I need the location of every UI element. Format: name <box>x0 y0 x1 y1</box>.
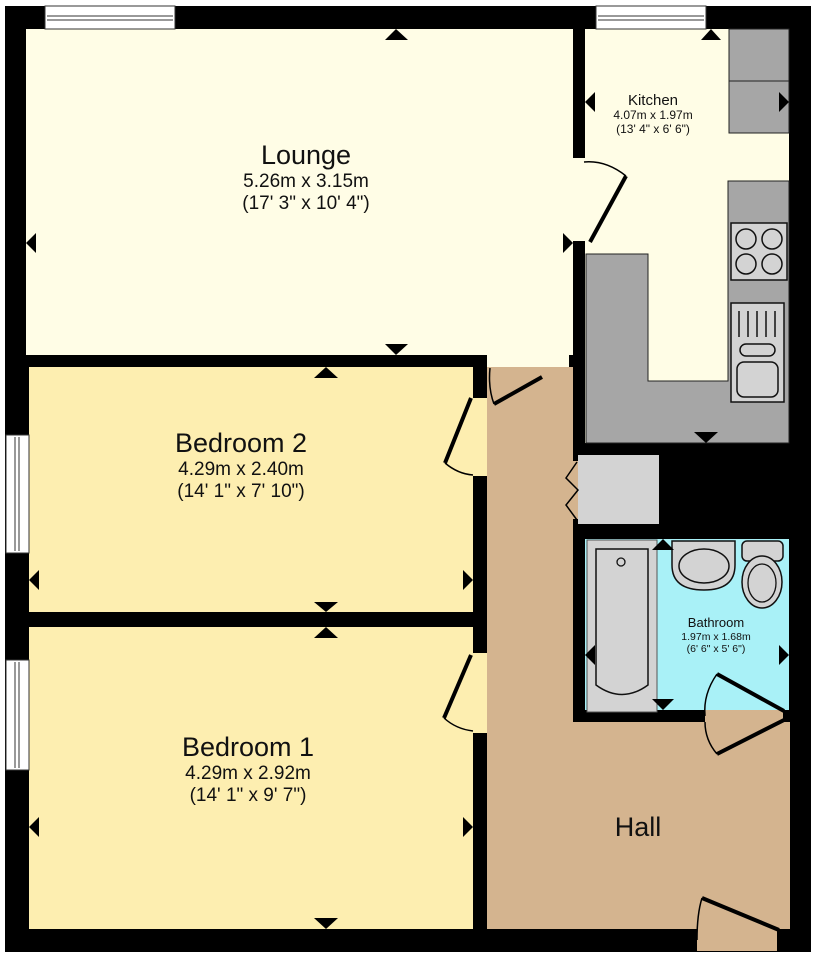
door-bathroom[interactable] <box>704 672 785 756</box>
bathroom-door-threshold <box>705 710 783 722</box>
room-imperial: (17' 3" x 10' 4") <box>242 192 370 214</box>
door-hall-lounge[interactable] <box>488 367 543 406</box>
label-bedroom-2: Bedroom 2 4.29m x 2.40m (14' 1" x 7' 10"… <box>175 428 307 503</box>
room-name: Hall <box>614 812 662 842</box>
hob-icon <box>730 222 788 281</box>
room-metric: 4.07m x 1.97m <box>613 108 693 123</box>
room-name: Bathroom <box>687 615 745 630</box>
door-lounge-kitchen[interactable] <box>583 161 628 243</box>
room-name: Kitchen <box>627 92 679 109</box>
room-imperial: (13' 4" x 6' 6") <box>616 122 690 137</box>
door-entrance[interactable] <box>696 896 780 941</box>
window-bedroom-1 <box>5 659 30 771</box>
basin-icon <box>671 540 736 591</box>
sink-icon <box>730 302 785 403</box>
room-metric: 4.29m x 2.40m <box>178 459 304 481</box>
hall-entrance-threshold <box>697 929 777 951</box>
lounge-hall-opening <box>487 355 569 367</box>
room-bedroom-1[interactable] <box>29 627 473 929</box>
room-lounge[interactable] <box>26 29 573 355</box>
window-bedroom-2 <box>5 434 30 554</box>
room-imperial: (6' 6" x 5' 6") <box>686 643 746 655</box>
window-kitchen <box>595 5 707 30</box>
kitchen-unit-upper-1 <box>728 28 790 82</box>
room-name: Bedroom 2 <box>174 428 308 458</box>
dimension-markers <box>26 29 789 929</box>
toilet-icon <box>741 540 784 609</box>
room-metric: 5.26m x 3.15m <box>243 171 369 193</box>
room-imperial: (14' 1" x 9' 7") <box>189 784 307 806</box>
room-bedroom-2[interactable] <box>29 367 473 612</box>
room-metric: 4.29m x 2.92m <box>185 763 311 785</box>
label-lounge: Lounge 5.26m x 3.15m (17' 3" x 10' 4") <box>242 140 369 215</box>
bathtub-icon <box>586 539 658 713</box>
window-lounge <box>44 5 176 30</box>
room-name: Bedroom 1 <box>181 732 315 762</box>
door-bedroom-2[interactable] <box>443 397 474 476</box>
door-cupboard[interactable] <box>565 461 580 521</box>
cupboard <box>578 455 659 524</box>
label-bedroom-1: Bedroom 1 4.29m x 2.92m (14' 1" x 9' 7") <box>182 732 314 807</box>
label-kitchen: Kitchen 4.07m x 1.97m (13' 4" x 6' 6") <box>613 92 692 137</box>
room-imperial: (14' 1" x 7' 10") <box>177 480 305 502</box>
label-hall: Hall <box>615 812 662 843</box>
room-hall[interactable] <box>487 367 790 929</box>
room-name: Lounge <box>260 140 352 170</box>
label-bathroom: Bathroom 1.97m x 1.68m (6' 6" x 5' 6") <box>681 615 751 655</box>
door-bedroom-1[interactable] <box>442 654 474 732</box>
room-metric: 1.97m x 1.68m <box>681 630 751 643</box>
